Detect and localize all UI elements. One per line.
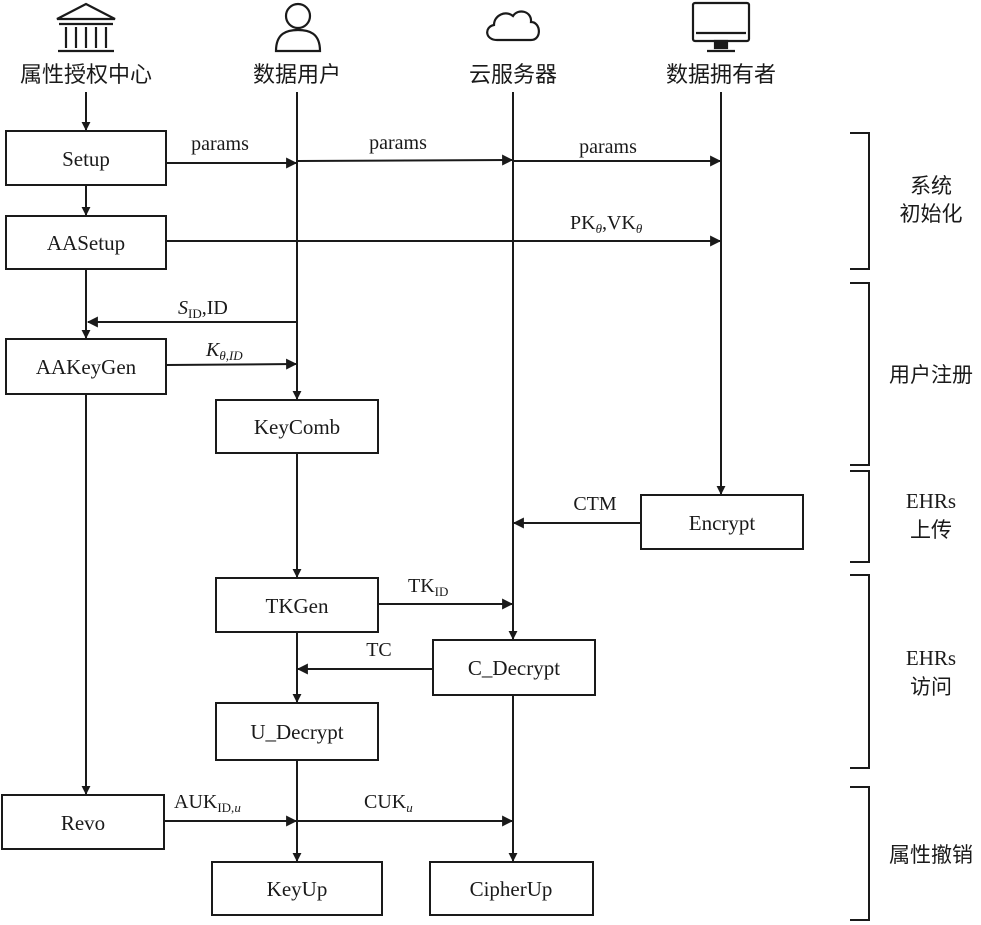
aasetup-label: AASetup <box>47 231 125 255</box>
bracket-user-register <box>850 282 870 466</box>
building-icon <box>56 2 116 53</box>
tkgen-label: TKGen <box>266 594 329 618</box>
keycomb-label: KeyComb <box>254 415 340 439</box>
tkgen-box: TKGen <box>215 577 379 633</box>
phase-ehr-upload-line2: 上传 <box>910 518 952 542</box>
phase-user-register: 用户注册 <box>889 363 973 387</box>
phase-system-init-line1: 系统 <box>910 174 952 198</box>
aakeygen-label: AAKeyGen <box>36 355 137 379</box>
monitor-icon <box>691 1 751 53</box>
actor-authority-label: 属性授权中心 <box>20 63 152 88</box>
aasetup-box: AASetup <box>5 215 167 270</box>
phase-system-init-line2: 初始化 <box>900 202 963 226</box>
actor-cloud-label: 云服务器 <box>469 63 557 88</box>
keyup-box: KeyUp <box>211 861 383 916</box>
bracket-ehr-upload <box>850 470 870 563</box>
u-decrypt-box: U_Decrypt <box>215 702 379 761</box>
msg-params-1: params <box>191 133 249 155</box>
bracket-system-init <box>850 132 870 270</box>
phase-ehr-upload-line1: EHRs <box>906 489 956 513</box>
encrypt-box: Encrypt <box>640 494 804 550</box>
revo-box: Revo <box>1 794 165 850</box>
keycomb-box: KeyComb <box>215 399 379 454</box>
revo-label: Revo <box>61 811 105 835</box>
msg-tc: TC <box>366 639 392 661</box>
setup-box: Setup <box>5 130 167 186</box>
phase-attr-revoke: 属性撤销 <box>889 843 973 867</box>
msg-k-theta-id: Kθ,ID <box>205 339 243 363</box>
msg-params-3: params <box>579 136 637 158</box>
phase-ehr-access-line2: 访问 <box>910 675 952 699</box>
cloud-icon <box>486 10 540 42</box>
keyup-label: KeyUp <box>267 877 328 901</box>
encrypt-label: Encrypt <box>689 511 756 535</box>
person-icon <box>274 2 322 53</box>
aakeygen-box: AAKeyGen <box>5 338 167 395</box>
setup-label: Setup <box>62 147 110 171</box>
arrow-k-theta-id-to-user <box>165 358 298 370</box>
phase-ehr-access-line1: EHRs <box>906 646 956 670</box>
msg-pk-vk: PKθ,VKθ <box>570 212 643 236</box>
bracket-ehr-access <box>850 574 870 769</box>
msg-params-2: params <box>369 132 427 154</box>
actor-owner-label: 数据拥有者 <box>666 63 776 88</box>
msg-tk-id: TKID <box>408 575 448 599</box>
c-decrypt-box: C_Decrypt <box>432 639 596 696</box>
arrow-params-user-to-cloud <box>296 154 514 166</box>
u-decrypt-label: U_Decrypt <box>250 720 343 744</box>
actor-user-label: 数据用户 <box>253 63 341 88</box>
msg-sid-id: SID,ID <box>178 297 228 321</box>
cipherup-box: CipherUp <box>429 861 594 916</box>
msg-cuk-u: CUKu <box>364 791 413 815</box>
bracket-attr-revoke <box>850 786 870 921</box>
cipherup-label: CipherUp <box>470 877 553 901</box>
msg-ctm: CTM <box>573 493 617 515</box>
c-decrypt-label: C_Decrypt <box>468 656 560 680</box>
msg-auk-id-u: AUKID,u <box>174 791 241 815</box>
